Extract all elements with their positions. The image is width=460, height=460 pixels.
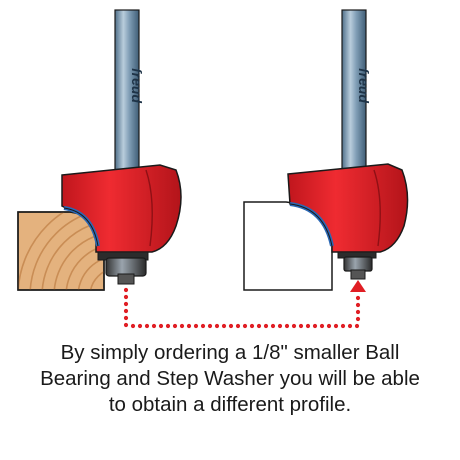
arrow-dot (123, 287, 129, 293)
arrow-dot (123, 308, 129, 314)
arrow-dot (242, 323, 248, 329)
left-cutter-body (61, 164, 182, 253)
arrow-dot (123, 294, 129, 300)
arrow-dot (186, 323, 192, 329)
arrow-dot (284, 323, 290, 329)
arrow-dot (305, 323, 311, 329)
arrow-dot (214, 323, 220, 329)
arrow-dot (123, 301, 129, 307)
arrow-dot (137, 323, 143, 329)
right-ball-bearing (337, 251, 377, 280)
arrow-dot (221, 323, 227, 329)
arrow-dot (123, 322, 129, 328)
arrow-dot (355, 295, 361, 301)
arrow-dot (165, 323, 171, 329)
arrow-dot (130, 323, 136, 329)
arrow-dot (256, 323, 262, 329)
caption: By simply ordering a 1/8" smaller Ball B… (0, 340, 460, 418)
arrow-dot (298, 323, 304, 329)
arrow-head (350, 280, 366, 292)
arrow-dot (172, 323, 178, 329)
arrow-dot (340, 323, 346, 329)
arrow-dot (355, 316, 361, 322)
left-brand-mark: freud (129, 68, 145, 103)
arrow-dot (207, 323, 213, 329)
arrow-dot (179, 323, 185, 329)
arrow-dot (270, 323, 276, 329)
arrow-dot (277, 323, 283, 329)
arrow-dot (249, 323, 255, 329)
arrow-dot (291, 323, 297, 329)
arrow-dot (228, 323, 234, 329)
arrow-dot (235, 323, 241, 329)
arrow-dot (354, 323, 360, 329)
left-assembly: freud (17, 9, 182, 291)
arrow-dot (151, 323, 157, 329)
arrow-dot (312, 323, 318, 329)
arrow-dot (193, 323, 199, 329)
arrow-dot (333, 323, 339, 329)
arrow-dot (355, 302, 361, 308)
right-brand-mark: freud (356, 68, 372, 103)
dotted-arrow (123, 280, 366, 329)
arrow-dot (200, 323, 206, 329)
arrow-dot (158, 323, 164, 329)
arrow-dot (263, 323, 269, 329)
arrow-dot (347, 323, 353, 329)
caption-line-1: By simply ordering a 1/8" smaller Ball (60, 341, 400, 364)
arrow-dot (123, 315, 129, 321)
caption-line-3: to obtain a different profile. (108, 393, 352, 416)
arrow-dot (326, 323, 332, 329)
arrow-dot (144, 323, 150, 329)
right-shank: freud (341, 9, 372, 171)
left-ball-bearing (97, 251, 149, 285)
right-assembly: freud (243, 9, 409, 291)
right-cutter-body (287, 163, 409, 253)
caption-line-2: Bearing and Step Washer you will be able (40, 367, 420, 390)
arrow-dot (355, 309, 361, 315)
arrow-dot (319, 323, 325, 329)
left-shank: freud (114, 9, 145, 171)
